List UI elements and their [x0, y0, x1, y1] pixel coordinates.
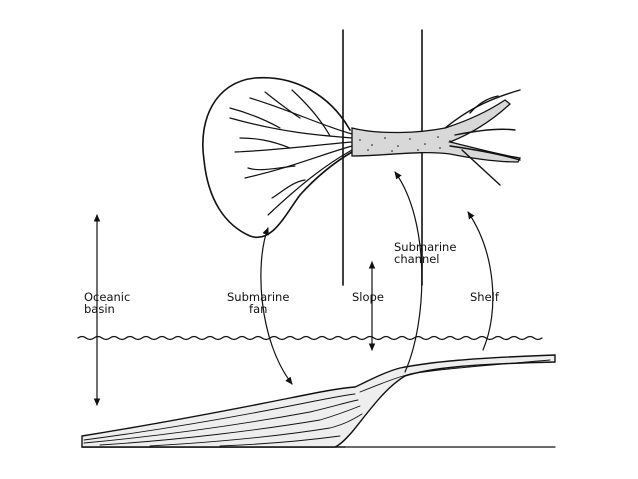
shelf-tributaries: [444, 89, 521, 186]
fan-plan-outline: [202, 76, 353, 239]
label-slope: Slope: [352, 290, 384, 304]
fan-link-arrow: [260, 227, 293, 385]
fan-layers: [83, 359, 551, 447]
fan-cross-section: [81, 354, 556, 448]
label-oceanic-basin: Oceanic basin: [84, 290, 131, 316]
sea-surface-line: [77, 335, 543, 341]
label-shelf: Shelf: [470, 290, 499, 304]
label-submarine-fan: Submarine fan: [227, 290, 290, 316]
fan-distributaries: [229, 89, 353, 216]
shelf-link-arrow: [467, 211, 494, 351]
channel-plan-body: [351, 99, 521, 163]
channel-link-arrow: [394, 171, 423, 373]
channel-stipple: [359, 136, 451, 152]
label-submarine-channel: Submarine channel: [394, 240, 457, 266]
